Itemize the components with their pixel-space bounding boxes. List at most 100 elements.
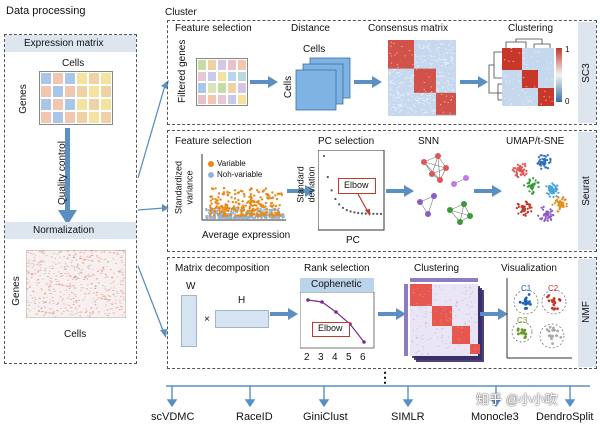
seurat-arrow-3 [474,185,502,197]
cophenetic-tick: 6 [360,352,366,363]
methods-bracket [166,385,590,408]
nmf-arrow-2 [378,308,406,320]
filtered-genes-label: Filtered genes [177,39,188,103]
variance-scatter [201,154,286,221]
data-processing-panel [4,34,137,364]
matrix-cell [237,93,247,105]
sc3-tag: SC3 [581,63,592,83]
normalization-title: Normalization [33,225,95,236]
ellipsis: ⋮ [378,369,392,385]
branch-arrows [137,80,169,338]
cophenetic-label: Cophenetic [311,279,362,290]
consensus-scale-bar [556,48,562,102]
cophenetic-plot [300,292,375,349]
matrix-cell [227,59,237,71]
distance-cells-top: Cells [303,44,326,55]
std-dev-label-1: Standard [295,166,306,203]
matrix-cell [237,70,247,82]
cophenetic-tick: 3 [318,352,324,363]
sc3-arrow-3 [460,76,488,88]
matrix-cell [207,93,217,105]
nmf-visualization-plot [506,278,572,359]
pc-axis-label: PC [346,235,360,246]
nmf-arrow-1 [270,308,298,320]
std-variance-label-2: variance [184,170,195,205]
seurat-pc-selection: PC selection [318,136,375,147]
matrix-cell [217,82,227,94]
expression-matrix-header [5,35,136,52]
nmf-panel [167,257,597,369]
genes-label: Genes [18,84,29,114]
std-variance-label-1: Standardized [173,160,184,215]
pc-elbow-label: Elbow [344,180,369,190]
matrix-cell [197,82,207,94]
expression-matrix-grid [39,71,113,125]
matrix-cell [227,93,237,105]
seurat-panel [167,130,597,252]
seurat-tag: Seurat [581,176,592,206]
sc3-feature-selection: Feature selection [175,23,252,34]
nonvariable-legend-label: Noh-variable [217,170,263,179]
nmf-visualization: Visualization [501,263,557,274]
matrix-cell [40,111,52,124]
filtered-genes-grid [196,58,248,106]
matrix-cell [76,72,88,85]
sc3-arrow-1 [250,76,278,88]
scale-min: 0 [565,97,570,106]
matrix-cell [88,111,100,124]
matrix-cell [217,70,227,82]
sc3-clustering: Clustering [508,23,554,34]
quality-control-label: Quality control [57,141,68,205]
h-matrix [215,310,269,328]
sc3-tag-bg [578,22,596,123]
method-monocle3: Monocle3 [471,411,519,423]
scale-max: 1 [565,45,570,54]
cells-label: Cells [62,58,85,69]
matrix-cell [207,59,217,71]
times-sign: × [204,314,210,325]
normalization-header [5,222,136,239]
matrix-cell [40,72,52,85]
matrix-cell [64,98,76,111]
watermark: 知乎 @小小吹 [476,392,558,407]
sc3-panel [167,20,597,125]
c2-label: C2 [548,284,559,293]
seurat-arrow-1 [287,185,315,197]
cophenetic-tick: 4 [332,352,338,363]
matrix-cell [237,59,247,71]
h-label: H [238,295,246,306]
pc-elbow-box [338,178,376,194]
matrix-cell [197,93,207,105]
matrix-cell [217,59,227,71]
matrix-cell [52,85,64,98]
c3-label: C3 [517,316,528,325]
c1-label: C1 [521,284,532,293]
nmf-tag-bg [578,259,596,367]
method-giniclust: GiniClust [303,411,348,423]
consensus-matrix-heatmap [388,40,456,116]
matrix-cell [88,98,100,111]
matrix-cell [52,111,64,124]
data-processing-title: Data processing [6,5,86,17]
variable-legend-dot [208,161,214,167]
avg-expression-label: Average expression [202,230,291,241]
seurat-snn: SNN [418,136,440,147]
matrix-cell [52,72,64,85]
quality-control-arrow [58,128,77,225]
nmf-elbow-box [312,322,350,337]
std-dev-label-2: deviation [306,166,317,203]
nmf-arrow-3 [480,308,508,320]
cophenetic-tick: 5 [346,352,352,363]
sc3-arrow-2 [354,76,382,88]
method-dendrosplit: DendroSplit [536,411,594,423]
matrix-cell [227,82,237,94]
nonvariable-legend-dot [208,172,214,178]
sc3-consensus-matrix: Consensus matrix [368,23,449,34]
matrix-cell [64,111,76,124]
matrix-cell [217,93,227,105]
cluster-title: Cluster [165,7,197,18]
matrix-cell [76,111,88,124]
matrix-cell [237,82,247,94]
nmf-consensus-heatmap [404,278,484,362]
